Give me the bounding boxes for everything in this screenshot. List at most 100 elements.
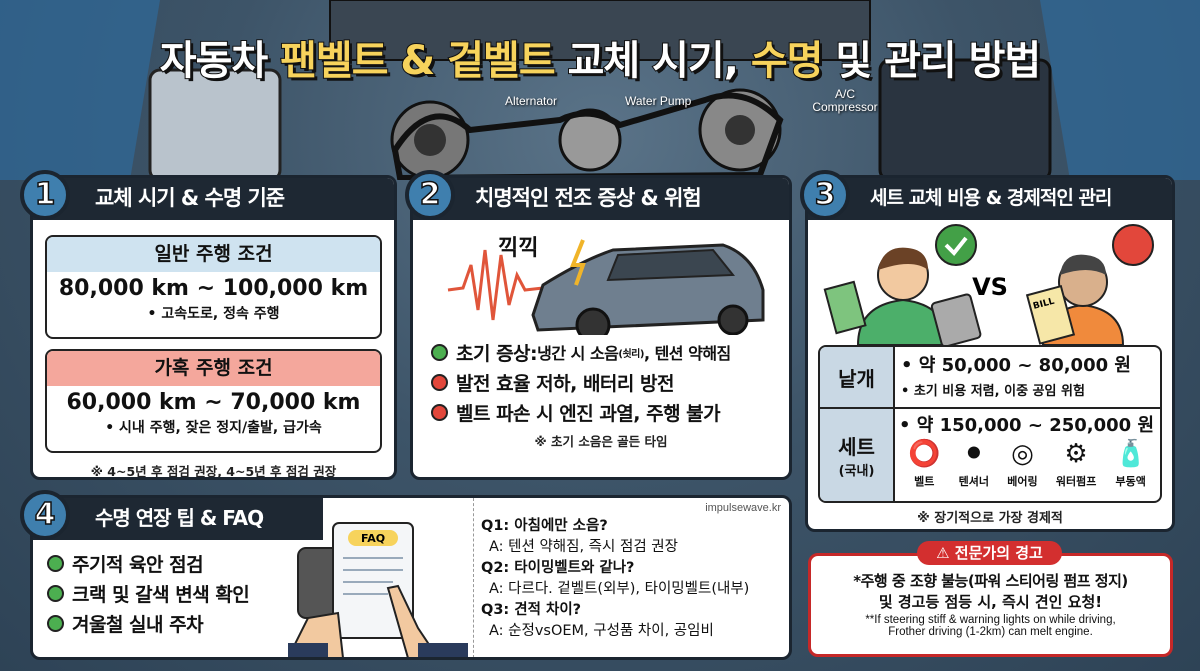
green-status-icon (47, 554, 64, 572)
faq-answer: A: 텐션 약해짐, 즉시 점검 권장 (489, 539, 678, 555)
expert-warning-badge: ⚠ 전문가의 경고 (917, 541, 1062, 565)
comparison-illustration: BILL VS (823, 224, 1154, 345)
part-tensioner: ⚫ 텐셔너 (959, 439, 989, 489)
single-row: 낱개 • 약 50,000 ~ 80,000 원 • 초기 비용 저렴, 이중 … (820, 347, 1160, 409)
normal-driving-box: 일반 주행 조건 80,000 km ~ 100,000 km • 고속도로, … (45, 235, 382, 339)
tip-text: 크랙 및 갈색 변색 확인 (72, 583, 250, 606)
tip-item: 겨울철 실내 주차 (47, 608, 789, 638)
symptom-note: (쇳리) (618, 348, 644, 360)
section-tips-faq: 수명 연장 팁 & FAQ 주기적 육안 점검 크랙 및 갈색 변색 확인 겨울… (30, 495, 792, 660)
section-title: 세트 교체 비용 & 경제적인 관리 (808, 178, 1172, 220)
section-number-badge: 3 (800, 170, 850, 220)
vs-label: VS (972, 273, 1008, 301)
symptom-text: 벨트 파손 시 엔진 과열, 주행 불가 (456, 402, 721, 425)
faq-question: Q1: 아침에만 소음? (481, 518, 608, 534)
bearing-icon: ◎ (1011, 439, 1034, 469)
faq-list: Q1: 아침에만 소음? A: 텐션 약해짐, 즉시 점검 권장 Q2: 타이밍… (481, 516, 749, 642)
title-highlight: 팬벨트 & 겉벨트 (279, 37, 557, 85)
tensioner-icon: ⚫ (962, 439, 985, 469)
tip-text: 주기적 육안 점검 (72, 553, 204, 576)
single-price: • 약 50,000 ~ 80,000 원 (901, 355, 1131, 376)
severe-label: 가혹 주행 조건 (47, 351, 380, 386)
title-highlight: 수명 (750, 37, 825, 85)
warning-line: 및 경고등 점등 시, 즉시 견인 요청! (878, 593, 1103, 611)
squeak-sound-text: 끽끽 (498, 236, 539, 261)
red-status-icon (431, 373, 448, 391)
faq-answer: A: 순정vsOEM, 구성품 차이, 공임비 (489, 623, 714, 639)
expert-warning-box: *주행 중 조향 불능(파워 스티어링 펌프 정지) 및 경고등 점등 시, 즉… (808, 553, 1173, 657)
part-bearing: ◎ 베어링 (1007, 439, 1037, 489)
warning-line: *주행 중 조향 불능(파워 스티어링 펌프 정지) (853, 572, 1128, 590)
section-title: 수명 연장 팁 & FAQ (33, 498, 323, 540)
faq-answer: A: 다르다. 겉벨트(외부), 타이밍벨트(내부) (489, 581, 750, 597)
severe-detail: • 시내 주행, 잦은 정지/출발, 급가속 (105, 420, 322, 436)
part-belt: ⭕ 벨트 (908, 439, 940, 489)
set-row: 세트 (국내) • 약 150,000 ~ 250,000 원 ⭕ 벨트 ⚫ 텐셔너… (820, 409, 1160, 501)
section-note: ※ 초기 소음은 골든 타임 (534, 434, 668, 449)
green-status-icon (47, 584, 64, 602)
normal-range: 80,000 km ~ 100,000 km (58, 276, 369, 301)
set-label: 세트 (838, 435, 875, 459)
single-detail: • 초기 비용 저렴, 이중 공임 위험 (901, 384, 1085, 399)
symptom-item: 초기 증상: 냉간 시 소음(쇳리), 텐션 약해짐 (431, 337, 789, 367)
section-set-replacement-cost: 세트 교체 비용 & 경제적인 관리 BILL VS 낱개 • 약 50,000… (805, 175, 1175, 532)
faq-question: Q3: 견적 차이? (481, 602, 582, 618)
part-water-pump: ⚙ 워터펌프 (1056, 439, 1096, 489)
faq-question: Q2: 타이밍벨트와 같나? (481, 560, 635, 576)
set-sublabel: (국내) (838, 464, 875, 479)
part-label: 벨트 (914, 475, 935, 488)
section-number-badge: 1 (20, 170, 70, 220)
symptom-item: 발전 효율 저하, 배터리 방전 (431, 367, 789, 397)
section-note: ※ 장기적으로 가장 경제적 (917, 511, 1063, 526)
belt-icon: ⭕ (908, 439, 941, 469)
water-pump-icon: ⚙ (1064, 439, 1088, 469)
part-label: 베어링 (1007, 475, 1038, 488)
severe-driving-box: 가혹 주행 조건 60,000 km ~ 70,000 km • 시내 주행, … (45, 349, 382, 453)
title-text: 자동차 (159, 37, 281, 85)
normal-label: 일반 주행 조건 (47, 237, 380, 272)
severe-range: 60,000 km ~ 70,000 km (66, 390, 361, 415)
section-title: 교체 시기 & 수명 기준 (33, 178, 394, 220)
section-note: ※ 4~5년 후 점검 권장, 4~5년 후 점검 권장 (90, 464, 337, 479)
engine-bay-illustration (0, 0, 1200, 180)
faq-badge: FAQ (361, 532, 385, 545)
label-water-pump: Water Pump (625, 94, 692, 108)
coolant-icon: 🧴 (1114, 439, 1147, 469)
part-label: 텐셔너 (958, 475, 990, 488)
symptom-text: 발전 효율 저하, 배터리 방전 (456, 372, 674, 395)
section-number-badge: 4 (20, 490, 70, 540)
title-text: 교체 시기, (554, 37, 751, 85)
tip-text: 겨울철 실내 주차 (72, 613, 204, 636)
part-label: 워터펌프 (1055, 475, 1097, 488)
tip-item: 주기적 육안 점검 (47, 548, 789, 578)
set-price: • 약 150,000 ~ 250,000 원 (899, 415, 1155, 436)
page-title: 자동차 팬벨트 & 겉벨트 교체 시기, 수명 및 관리 방법 (0, 28, 1200, 86)
warning-english: **If steering stiff & warning lights on … (865, 614, 1116, 626)
normal-detail: • 고속도로, 정속 주행 (147, 306, 280, 322)
section-number-badge: 2 (405, 170, 455, 220)
section-title: 치명적인 전조 증상 & 위험 (413, 178, 789, 220)
green-status-icon (47, 614, 64, 632)
title-text: 및 관리 방법 (822, 37, 1042, 85)
cost-table: 낱개 • 약 50,000 ~ 80,000 원 • 초기 비용 저렴, 이중 … (818, 345, 1162, 503)
tip-item: 크랙 및 갈색 변색 확인 (47, 578, 789, 608)
red-status-icon (431, 403, 448, 421)
warning-english: Frother driving (1-2km) can melt engine. (888, 626, 1093, 638)
watermark: impulsewave.kr (705, 502, 781, 514)
symptom-text: 냉간 시 소음 (537, 344, 619, 363)
car-noise-illustration (447, 239, 765, 335)
green-status-icon (431, 343, 448, 361)
section-warning-symptoms: 치명적인 전조 증상 & 위험 끽끽 초기 증상: 냉간 시 소음(쇳리), 텐… (410, 175, 792, 480)
single-label: 낱개 (820, 347, 895, 407)
label-compressor: Compressor (812, 100, 878, 114)
symptom-label: 초기 증상: (456, 342, 538, 365)
symptom-text: , 텐션 약해짐 (643, 344, 731, 363)
label-ac: A/C (834, 87, 855, 101)
part-coolant: 🧴 부동액 (1115, 439, 1147, 489)
faq-document-illustration: FAQ (288, 522, 468, 657)
label-alternator: Alternator (505, 94, 558, 108)
symptom-item: 벨트 파손 시 엔진 과열, 주행 불가 (431, 397, 789, 427)
section-replacement-timing: 교체 시기 & 수명 기준 일반 주행 조건 80,000 km ~ 100,0… (30, 175, 397, 480)
part-label: 부동액 (1115, 475, 1146, 488)
